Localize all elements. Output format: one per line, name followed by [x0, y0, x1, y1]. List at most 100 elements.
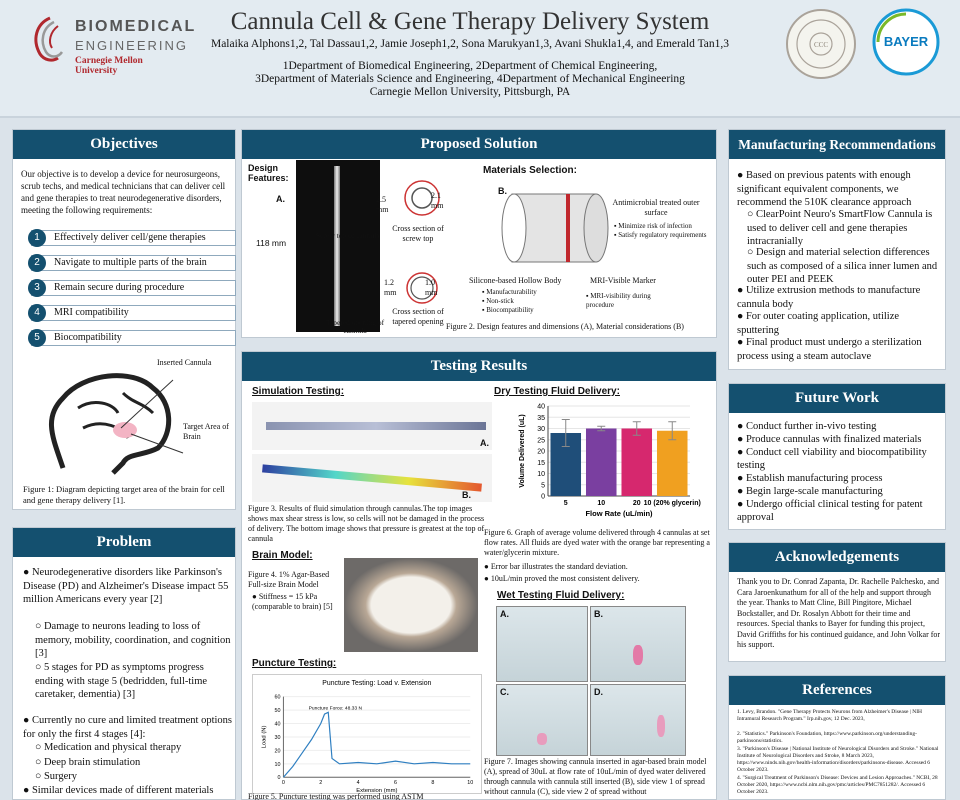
problem-text-2b: Deep brain stimulation [43, 757, 141, 768]
poster-header: BIOMEDICAL ENGINEERING Carnegie Mellon U… [0, 0, 960, 118]
simulation-image-b: B. [252, 454, 492, 502]
objective-number: 5 [28, 329, 46, 347]
y-tick-label: 20 [537, 449, 545, 456]
antimicrobial-text-1: Minimize risk of infection [618, 222, 692, 230]
mfg-bullet-4: ● Final product must undergo a steriliza… [737, 337, 922, 362]
future-work-heading: Future Work [729, 384, 945, 413]
x-tick-label: 5 [564, 500, 568, 507]
affiliations: 1Department of Biomedical Engineering, 2… [180, 60, 760, 99]
design-a-label: A. [276, 194, 285, 204]
y-axis-label: Volume Delivered (uL) [519, 414, 526, 487]
x-tick-label: 0 [282, 780, 285, 786]
acknowledgements-heading: Acknowledgements [729, 543, 945, 572]
silicone-text-2: Non-stick [486, 297, 514, 305]
wet-a-label: A. [500, 609, 509, 619]
wet-photo-b: B. [590, 606, 686, 682]
bme-logo: BIOMEDICAL ENGINEERING Carnegie Mellon U… [28, 14, 194, 76]
stiffness-text: Stiffness = 15 kPa (comparable to brain)… [252, 592, 333, 611]
y-tick-label: 10 [274, 762, 280, 768]
bme-logo-mark [34, 16, 64, 62]
screw-top-label: Screw top of cannula [316, 231, 380, 240]
manufacturing-heading: Manufacturing Recommendations [729, 130, 945, 159]
problem-text-1b: 5 stages for PD as symptoms progress end… [35, 662, 208, 700]
mfg-text-1a: ClearPoint Neuro's SmartFlow Cannula is … [747, 209, 933, 247]
problem-panel: Problem ● Neurodegenerative disorders li… [12, 527, 236, 800]
objective-item: 2 Navigate to multiple parts of the brain [28, 254, 236, 272]
x-axis-label: Flow Rate (uL/min) [585, 509, 653, 518]
objective-number: 2 [28, 254, 46, 272]
figure-5-caption: Figure 5. Puncture testing was performed… [248, 792, 424, 800]
mfg-text-1: Based on previous patents with enough si… [737, 170, 912, 208]
silicone-bullet-3: ▪ Biocompatibility [482, 306, 534, 314]
acknowledgements-panel: Acknowledgements Thank you to Dr. Conrad… [728, 542, 946, 662]
silicone-body-label: Silicone-based Hollow Body [469, 276, 562, 285]
objectives-intro: Our objective is to develop a device for… [21, 169, 226, 215]
dim-2-1-mm: 2.1 mm [431, 191, 444, 210]
x-tick-label: 2 [319, 780, 322, 786]
cross-section-screw-label: Cross section of screw top [392, 224, 444, 243]
silicone-bullet-2: ▪ Non-stick [482, 297, 514, 305]
x-tick-label: 4 [357, 780, 360, 786]
author-list: Malaika Alphons1,2, Tal Dassau1,2, Jamie… [210, 38, 730, 50]
dim-1-2-mm: 1.2 mm [384, 278, 397, 297]
objective-label: Navigate to multiple parts of the brain [54, 257, 207, 268]
bar [585, 428, 617, 496]
y-tick-label: 20 [274, 748, 280, 754]
materials-b-label: B. [498, 186, 507, 196]
mfg-bullet-3: ● For outer coating application, utilize… [737, 311, 900, 336]
references-panel: References 1. Levy, Brandon. "Gene Thera… [728, 675, 946, 800]
future-work-item: ● Produce cannulas with finalized materi… [737, 434, 922, 445]
future-work-item: ● Begin large-scale manufacturing [737, 486, 883, 497]
bar [621, 428, 653, 496]
future-work-item: ● Conduct further in-vivo testing [737, 421, 877, 432]
affiliation-line-2: 3Department of Materials Science and Eng… [255, 73, 685, 85]
poster-title: Cannula Cell & Gene Therapy Delivery Sys… [230, 8, 710, 35]
problem-bullet-1: ● Neurodegenerative disorders like Parki… [23, 567, 229, 605]
manufacturing-panel: Manufacturing Recommendations ● Based on… [728, 129, 946, 370]
mfg-subbullet-1a: ○ ClearPoint Neuro's SmartFlow Cannula i… [747, 209, 933, 247]
problem-bullet-3: ● Similar devices made of different mate… [23, 785, 214, 796]
affiliation-line-1: 1Department of Biomedical Engineering, 2… [282, 60, 658, 72]
problem-heading: Problem [13, 528, 235, 557]
cannula-shaft [334, 166, 340, 326]
y-tick-label: 5 [541, 482, 545, 489]
antimicrobial-bullet-1: ▪ Minimize risk of infection [614, 222, 692, 230]
y-tick-label: 30 [537, 426, 545, 433]
objective-label: Effectively deliver cell/gene therapies [54, 232, 206, 243]
bayer-logo: BAYER [872, 8, 940, 76]
x-tick-label: 10 [597, 500, 605, 507]
problem-text-1: Neurodegenerative disorders like Parkins… [23, 567, 229, 605]
references-heading: References [729, 676, 945, 705]
brain-model-title: Brain Model: [252, 550, 313, 561]
objective-label: MRI compatibility [54, 307, 129, 318]
pressure-bar [262, 464, 482, 492]
problem-subbullet-2a: ○ Medication and physical therapy [35, 742, 182, 753]
future-work-text: Produce cannulas with finalized material… [745, 434, 922, 445]
antimicrobial-bullet-2: ▪ Satisfy regulatory requirements [614, 231, 707, 239]
team-seal-logo: CCC [786, 9, 856, 79]
mfg-bullet-2: ● Utilize extrusion methods to manufactu… [737, 285, 921, 310]
y-tick-label: 30 [274, 735, 280, 741]
stiffness-bullet: ● Stiffness = 15 kPa (comparable to brai… [252, 592, 333, 611]
label-inserted-cannula: Inserted Cannula [157, 358, 212, 367]
dye-spread-c [537, 733, 547, 745]
reference-3: 3. "Parkinson's Disease | National Insti… [737, 746, 939, 773]
acknowledgements-text: Thank you to Dr. Conrad Zapanta, Dr. Rac… [737, 577, 941, 649]
figure-3-caption: Figure 3. Results of fluid simulation th… [248, 504, 485, 543]
silicone-text-3: Biocompatibility [486, 306, 534, 314]
y-tick-label: 60 [274, 695, 280, 701]
y-axis-label: Load (N) [262, 725, 268, 748]
future-work-item: ● Establish manufacturing process [737, 473, 883, 484]
mfg-text-1b: Design and material selection difference… [747, 247, 938, 285]
mri-marker-text: MRI-visibility during procedure [586, 292, 651, 309]
antimicrobial-label: Antimicrobial treated outer surface [612, 198, 700, 217]
figure-2-caption: Figure 2. Design features and dimensions… [446, 322, 684, 331]
mfg-bullet-1: ● Based on previous patents with enough … [737, 170, 912, 208]
problem-text-2c: Surgery [43, 771, 78, 782]
future-work-text: Establish manufacturing process [745, 473, 883, 484]
problem-bullet-2: ● Currently no cure and limited treatmen… [23, 715, 233, 740]
testing-panel: Testing Results Simulation Testing: A. B… [241, 351, 717, 800]
